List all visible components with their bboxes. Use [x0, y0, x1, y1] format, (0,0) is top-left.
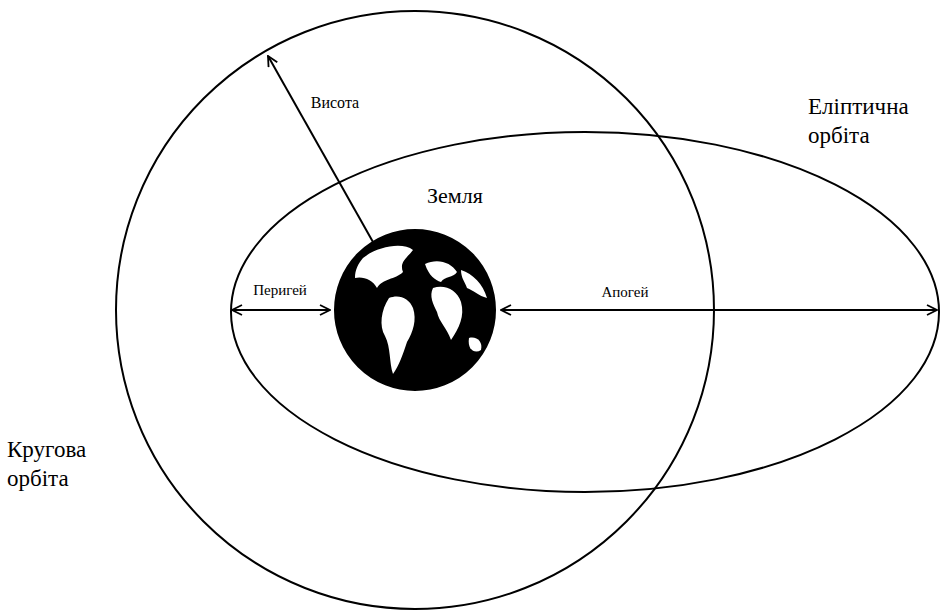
diagram-label: Апогей — [600, 283, 651, 302]
perigee-arrow — [232, 309, 330, 311]
height-arrow — [268, 56, 373, 242]
apogee-arrow — [501, 309, 937, 311]
diagram-label: Еліптична орбіта — [806, 93, 930, 151]
node-heading: Земля — [425, 182, 485, 210]
elliptical-orbit — [231, 132, 939, 492]
diagram-label: Перигей — [251, 281, 309, 300]
earth-symbol — [333, 228, 497, 392]
diagram-label: Висота — [309, 93, 361, 113]
earth-globe: Земля — [333, 228, 497, 392]
diagram-label: Кругова орбіта — [5, 436, 119, 494]
